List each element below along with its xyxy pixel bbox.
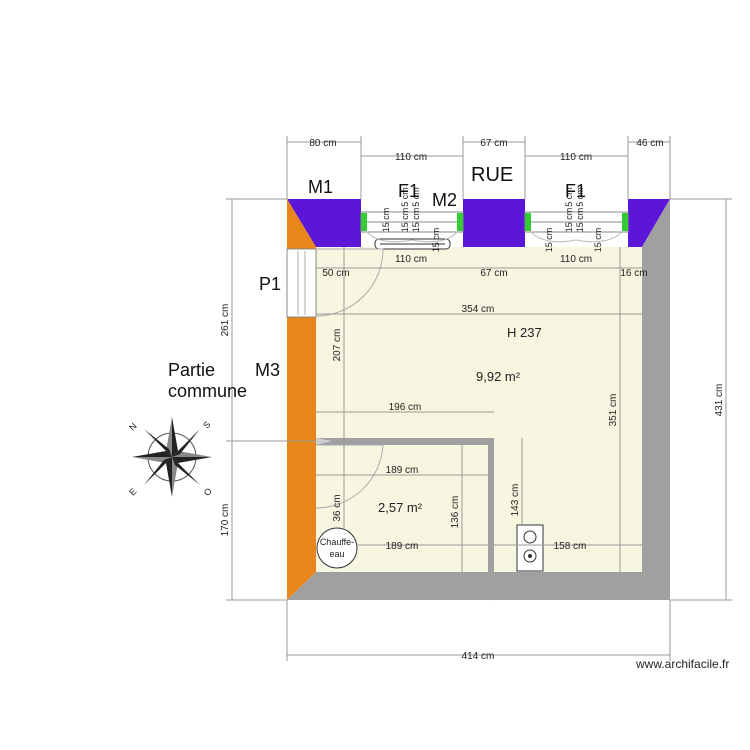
door-small-swing: [315, 444, 384, 509]
wall-bottom: [287, 572, 670, 600]
dim-window-15-f: 15 cm: [575, 208, 585, 233]
dim-window-15-b: 15 cm: [400, 208, 410, 233]
label-height: H 237: [507, 325, 542, 340]
dim-top-80: 80 cm: [309, 138, 336, 149]
water-heater: [316, 527, 358, 569]
credit-link[interactable]: www.archifacile.fr: [635, 657, 729, 671]
dim-vertical-36: 36 cm: [332, 494, 343, 521]
label-m1: M1: [308, 177, 333, 197]
cooktop-burner-bottom: [523, 549, 537, 563]
label-p1: P1: [259, 274, 281, 294]
window-f1-left-jamb-a: [361, 213, 367, 231]
dim-width-354: 354 cm: [462, 304, 495, 315]
water-heater-label-2: eau: [329, 549, 344, 559]
compass-e: E: [127, 486, 138, 497]
dim-inner-110-left: 110 cm: [395, 254, 427, 265]
wall-m1: [287, 199, 361, 247]
label-partie: Partie: [168, 360, 215, 380]
dim-window-15-d: 15 cm: [431, 228, 441, 253]
label-m3: M3: [255, 360, 280, 380]
dim-window-5-c: 5 cm: [564, 187, 574, 207]
door-p1: [286, 248, 317, 318]
cooktop: [516, 524, 544, 572]
dim-vertical-351: 351 cm: [608, 394, 619, 427]
floor-between: [316, 412, 494, 438]
right-floor-strip: [494, 247, 642, 412]
wall-m3-top: [287, 200, 316, 249]
label-m2: M2: [432, 190, 457, 210]
window-f1-right-jamb-a: [525, 213, 531, 231]
dim-window-5-b: 5 cm: [411, 187, 421, 207]
wall-m2: [463, 199, 525, 247]
cooktop-burner-bottom-inner: [528, 554, 532, 558]
label-rue: RUE: [471, 164, 513, 186]
partition-horizontal-tip: [316, 438, 332, 445]
partition-horizontal: [316, 438, 494, 445]
dim-top-110-left: 110 cm: [395, 152, 427, 163]
window-swing-left: [366, 231, 458, 243]
dim-left-170: 170 cm: [220, 504, 231, 537]
dim-horizontal-196: 196 cm: [389, 402, 422, 413]
dim-window-5-a: 5 cm: [400, 187, 410, 207]
dim-window-15-c: 15 cm: [411, 208, 421, 233]
dim-top-46: 46 cm: [636, 138, 663, 149]
dim-left-261: 261 cm: [220, 304, 231, 337]
compass-s: S: [201, 419, 212, 430]
dim-inner-50: 50 cm: [322, 268, 349, 279]
dim-vertical-143: 143 cm: [510, 484, 521, 517]
label-commune: commune: [168, 381, 247, 401]
partition-gap: [486, 571, 496, 601]
dim-vertical-136: 136 cm: [450, 496, 461, 529]
dim-inner-67: 67 cm: [480, 268, 507, 279]
cooktop-burner-top: [523, 530, 537, 544]
wall-right-top: [628, 199, 670, 247]
partition-vertical: [488, 438, 494, 572]
dim-horizontal-189-bottom: 189 cm: [386, 541, 419, 552]
area-main-room: 9,92 m²: [476, 369, 521, 384]
window-swing-right: [530, 231, 623, 243]
compass-o: O: [202, 486, 214, 498]
area-small-room: 2,57 m²: [378, 500, 423, 515]
dim-right-431: 431 cm: [714, 384, 725, 417]
window-f1-right-jamb-b: [622, 213, 628, 231]
label-f1-right: F1: [565, 181, 586, 201]
dim-vertical-207: 207 cm: [332, 329, 343, 362]
dim-window-15-e: 15 cm: [564, 208, 574, 233]
dim-window-15-g: 15 cm: [544, 228, 554, 253]
water-heater-label-1: Chauffe-: [320, 537, 354, 547]
dim-bottom-414: 414 cm: [462, 651, 495, 662]
dim-inner-110-right: 110 cm: [560, 254, 592, 265]
dim-window-15-h: 15 cm: [593, 228, 603, 253]
dim-window-15-a: 15 cm: [381, 208, 391, 233]
dim-top-67: 67 cm: [480, 138, 507, 149]
wall-right: [642, 199, 670, 600]
label-f1-left: F1: [398, 181, 419, 201]
window-f1-left-jamb-b: [457, 213, 463, 231]
dim-top-110-right: 110 cm: [560, 152, 592, 163]
compass-rose: N S E O: [127, 417, 214, 498]
compass-n: N: [127, 421, 139, 433]
dim-window-5-d: 5 cm: [575, 187, 585, 207]
dim-inner-16: 16 cm: [620, 268, 647, 279]
wall-m3: [287, 317, 316, 600]
dim-horizontal-158: 158 cm: [554, 541, 587, 552]
dim-horizontal-189-top: 189 cm: [386, 465, 419, 476]
